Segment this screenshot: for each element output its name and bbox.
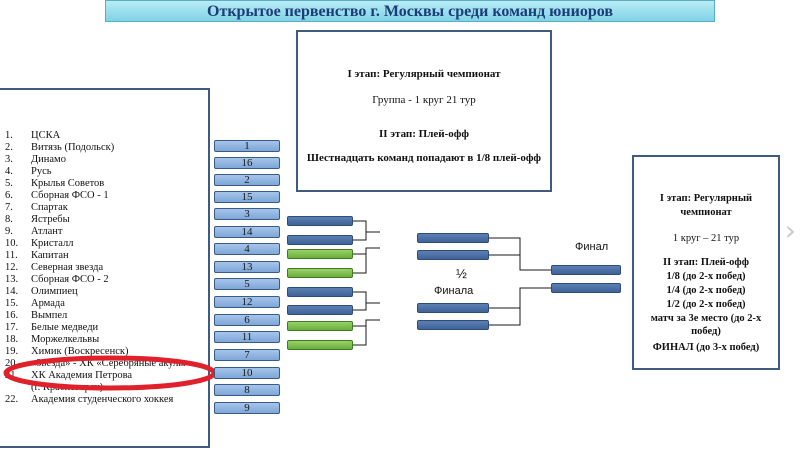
- team-item: 10.Кристалл: [5, 238, 74, 249]
- bracket-slot-r16: [287, 249, 353, 259]
- team-item: 5.Крылья Советов: [5, 178, 105, 189]
- team-item: 11.Капитан: [5, 250, 69, 261]
- summary-line: 1/8 (до 2-х побед): [666, 271, 746, 282]
- team-item: 1.ЦСКА: [5, 130, 61, 141]
- bracket-line: [352, 220, 380, 233]
- bracket-slot-final: [551, 283, 621, 293]
- team-item: 12.Северная звезда: [5, 262, 104, 273]
- bracket-line: [352, 320, 367, 346]
- summary-line: 1 круг – 21 тур: [672, 233, 740, 244]
- bracket-slot-qf: [417, 233, 489, 243]
- team-item: 16.Вымпел: [5, 310, 68, 321]
- summary-line: II этап: Плей-офф: [663, 257, 749, 268]
- bracket-slot-r16: [287, 287, 353, 297]
- highlight-ellipse: [3, 355, 217, 391]
- summary-line: побед): [691, 326, 721, 337]
- seed-box: 8: [214, 384, 280, 396]
- summary-line: матч за 3е место (до 2-х: [650, 313, 762, 324]
- page-title: Открытое первенство г. Москвы среди кома…: [105, 0, 715, 22]
- bracket-line: [352, 303, 367, 311]
- bracket-slot-r16: [287, 340, 353, 350]
- stage-2-heading: II этап: Плей-офф: [378, 128, 470, 140]
- team-item: 3.Динамо: [5, 154, 66, 165]
- seed-box: 4: [214, 243, 280, 255]
- bracket-line: [488, 237, 552, 271]
- seed-box: 9: [214, 402, 280, 414]
- summary-line: I этап: Регулярный: [659, 193, 753, 204]
- team-item: 8.Ястребы: [5, 214, 70, 225]
- seed-box: 7: [214, 349, 280, 361]
- summary-line: ФИНАЛ (до 3-х побед): [652, 342, 760, 353]
- bracket-slot-qf: [417, 250, 489, 260]
- summary-line: 1/4 (до 2-х побед): [666, 285, 746, 296]
- team-item: 18.Моржелкельвы: [5, 334, 100, 345]
- bracket-line: [352, 232, 367, 241]
- chevron-right-icon[interactable]: ›: [784, 214, 796, 247]
- group-info: Группа - 1 круг 21 тур: [372, 94, 476, 106]
- team-item: 7.Спартак: [5, 202, 68, 213]
- seed-box: 15: [214, 191, 280, 203]
- seed-box: 2: [214, 174, 280, 186]
- seed-box: 10: [214, 367, 280, 379]
- team-item: 2.Витязь (Подольск): [5, 142, 115, 153]
- seed-box: 6: [214, 314, 280, 326]
- seed-box: 5: [214, 278, 280, 290]
- final-label: Финал: [575, 241, 609, 253]
- team-item: 22.Академия студенческого хоккея: [5, 394, 174, 405]
- seed-box: 1: [214, 140, 280, 152]
- seed-box: 11: [214, 331, 280, 343]
- seed-box: 13: [214, 261, 280, 273]
- team-item: 17.Белые медведи: [5, 322, 99, 333]
- playoff-info: Шестнадцать команд попадают в 1/8 плей-о…: [306, 152, 542, 164]
- bracket-slot-r16: [287, 216, 353, 226]
- stage-1-heading: I этап: Регулярный чемпионат: [347, 68, 501, 80]
- team-item: 13.Сборная ФСО - 2: [5, 274, 109, 285]
- summary-line: чемпионат: [680, 207, 732, 218]
- bracket-line: [352, 248, 367, 274]
- seed-box: 16: [214, 157, 280, 169]
- bracket-slot-qf: [417, 320, 489, 330]
- bracket-slot-qf: [417, 303, 489, 313]
- team-item: 19.Химик (Воскресенск): [5, 346, 129, 357]
- format-summary-box: I этап: Регулярный чемпионат 1 круг – 21…: [632, 155, 780, 370]
- seed-box: 14: [214, 226, 280, 238]
- bracket-slot-r16: [287, 305, 353, 315]
- seed-box: 12: [214, 296, 280, 308]
- bracket-slot-r16: [287, 321, 353, 331]
- team-item: 14.Олимпиец: [5, 286, 78, 297]
- semifinal-label: Финала: [434, 285, 474, 297]
- semifinal-half-label: ½: [456, 266, 467, 281]
- team-item: 15.Армада: [5, 298, 65, 309]
- seed-box: 3: [214, 208, 280, 220]
- bracket-slot-r16: [287, 235, 353, 245]
- team-item-highlighted: 20.«Звезда» - ХК «Серебряные акулы»: [5, 358, 191, 369]
- team-item: 4.Русь: [5, 166, 52, 177]
- team-item: 9.Атлант: [5, 226, 63, 237]
- summary-line: 1/2 (до 2-х побед): [666, 299, 746, 310]
- bracket-slot-r16: [287, 268, 353, 278]
- format-info-box: I этап: Регулярный чемпионат Группа - 1 …: [296, 30, 552, 192]
- team-item: 6.Сборная ФСО - 1: [5, 190, 109, 201]
- bracket-slot-final: [551, 265, 621, 275]
- bracket-line: [352, 291, 380, 304]
- bracket-line: [488, 288, 521, 326]
